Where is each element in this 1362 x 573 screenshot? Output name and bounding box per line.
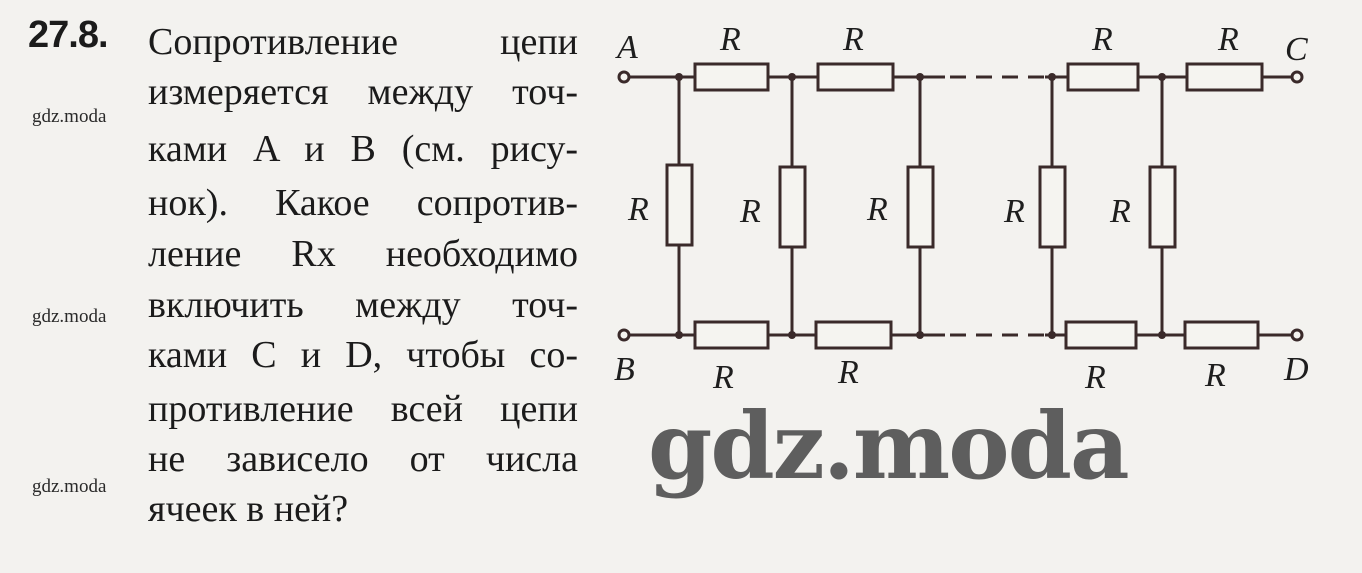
resistor — [1038, 165, 1067, 249]
resistor — [814, 320, 893, 350]
terminal-a — [617, 70, 631, 84]
problem-text-line: ячеек в ней? — [148, 488, 349, 530]
resistor — [1064, 320, 1138, 350]
resistor-label: R — [1204, 357, 1226, 394]
terminal-label-c: C — [1285, 31, 1308, 68]
resistor-label: R — [1003, 193, 1025, 230]
problem-text-line: противление всей цепи — [148, 388, 578, 430]
resistor — [906, 165, 935, 249]
resistor — [778, 165, 807, 249]
resistor-label: R — [719, 21, 741, 58]
resistor-label: R — [739, 193, 761, 230]
resistor-label: R — [866, 191, 888, 228]
terminal-b — [617, 328, 631, 342]
problem-text-line: Сопротивление цепи — [148, 21, 578, 63]
resistor-label: R — [1109, 193, 1131, 230]
resistor — [1148, 165, 1177, 249]
resistor-label: R — [842, 21, 864, 58]
problem-text-line: не зависело от числа — [148, 438, 578, 480]
watermark: gdz.moda — [32, 306, 107, 327]
resistor — [693, 320, 770, 350]
problem-text-line: измеряется между точ- — [148, 71, 578, 113]
terminal-label-d: D — [1283, 351, 1309, 388]
watermark-large: gdz.moda — [648, 392, 1130, 500]
watermark: gdz.moda — [32, 476, 107, 497]
watermark: gdz.moda — [32, 106, 107, 127]
resistor — [693, 62, 770, 92]
problem-text-line: ками C и D, чтобы со- — [148, 334, 578, 376]
terminal-label-b: B — [614, 351, 635, 388]
resistor-label: R — [1091, 21, 1113, 58]
problem-text-line: нок). Какое сопротив- — [148, 182, 578, 224]
resistor-label: R — [627, 191, 649, 228]
resistor-label: R — [712, 359, 734, 396]
resistor — [816, 62, 895, 92]
problem-number: 27.8. — [28, 14, 109, 56]
resistor — [1185, 62, 1264, 92]
resistor-label: R — [1217, 21, 1239, 58]
problem-text-line: включить между точ- — [148, 284, 578, 326]
terminal-d — [1290, 328, 1304, 342]
problem-text-line: ление Rx необходимо — [148, 233, 578, 275]
terminal-label-a: A — [615, 29, 638, 66]
resistor-label: R — [1084, 359, 1106, 396]
resistor-label: R — [837, 354, 859, 391]
resistor — [665, 163, 694, 247]
terminal-c — [1290, 70, 1304, 84]
problem-text-line: ками A и B (см. рису- — [148, 128, 578, 170]
resistor — [1183, 320, 1260, 350]
resistor — [1066, 62, 1140, 92]
